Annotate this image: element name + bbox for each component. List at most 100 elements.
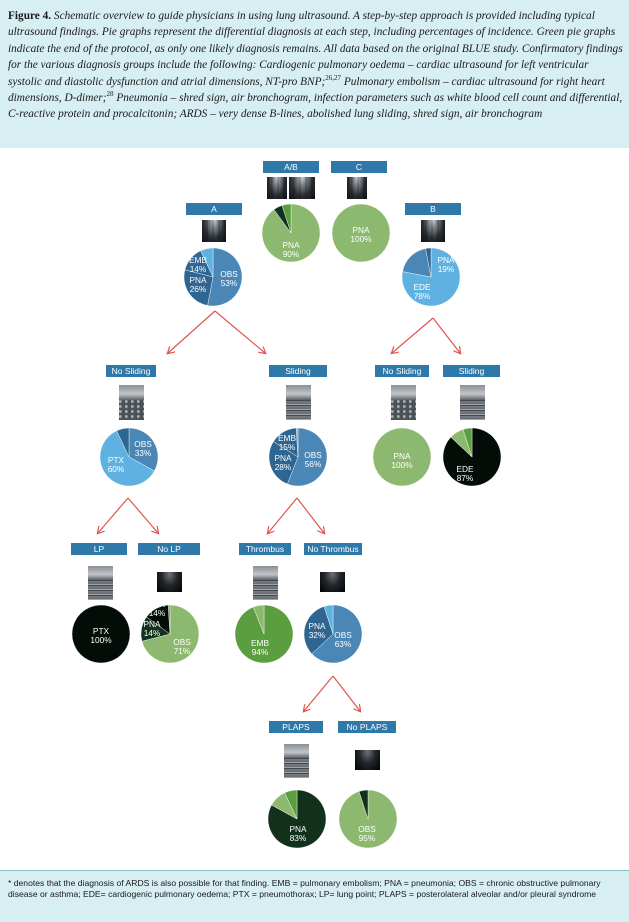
pie-slice-a_sliding-1 [268,441,299,485]
caption-text-3: Pneumonia – shred sign, air bronchogram,… [8,92,623,121]
pie-slice-nothrombus-1 [303,606,334,655]
node-b-label: B [405,203,461,215]
pie-slice-a-1 [183,269,214,306]
pie-slice-nothrombus-2 [323,604,334,635]
node-a-nosliding-pie [99,427,159,487]
node-nothrombus-pie [303,604,363,664]
arrow-a-to-nosliding [168,310,216,353]
caption-ref-2: 28 [106,90,114,99]
pie-slice-nolp-0 [141,604,200,664]
node-b-sliding-label: Sliding [443,365,500,377]
node-lp-pie [71,604,131,664]
pie-svg-nolp [140,604,200,664]
pie-slice-lp-0 [71,604,131,664]
node-a-label: A [186,203,242,215]
pie-svg-lp [71,604,131,664]
pie-svg-nothrombus [303,604,363,664]
pie-slice-thrombus-1 [253,604,265,635]
node-plaps-pie [267,789,327,849]
pie-svg-thrombus [234,604,294,664]
figure-caption-panel: Figure 4. Schematic overview to guide ph… [0,0,629,148]
pie-svg-a [183,247,243,307]
node-nothrombus-label: No Thrombus [304,543,362,555]
a-ultrasound-image [202,220,226,242]
arrow-a-to-sliding [214,310,265,353]
arrow-b-to-sliding [432,317,460,353]
lp-mmode-image [88,566,113,600]
pie-svg-b_nosliding [372,427,432,487]
arrow-sliding-to-nothrombus [296,497,324,533]
pie-slice-noplaps-1 [358,789,369,820]
pie-slice-noplaps-0 [338,789,398,849]
pie-svg-plaps [267,789,327,849]
b-sliding-mmode-image [460,385,485,420]
node-nolp-label: No LP [138,543,200,555]
node-noplaps-label: No PLAPS [338,721,396,733]
arrow-b-to-nosliding [392,317,434,353]
a-sliding-mmode-image [286,385,311,420]
pie-slice-ab-2 [281,203,292,234]
pie-slice-b-0 [401,247,461,307]
node-thrombus-pie [234,604,294,664]
pie-slice-ab-0 [261,203,321,263]
noplaps-ultrasound-image [355,750,380,770]
node-plaps-label: PLAPS [269,721,323,733]
node-b-pie [401,247,461,307]
a-nosliding-mmode-image [119,385,144,420]
caption-ref-1: 26,27 [325,73,341,82]
c-pct: 100% [350,234,372,244]
pie-svg-ab [261,203,321,263]
pie-slice-plaps-2 [284,789,298,820]
node-a-pie [183,247,243,307]
pie-svg-a_sliding [268,427,328,487]
node-noplaps-pie [338,789,398,849]
node-thrombus-label: Thrombus [239,543,291,555]
pie-slice-a_nosliding-1 [99,430,155,487]
arrow-sliding-to-thrombus [268,497,298,533]
node-a-nosliding-label: No Sliding [106,365,156,377]
pie-slice-nolp-3 [167,604,171,635]
b-nosliding-mmode-image [391,385,416,420]
arrow-nothrombus-to-plaps [304,675,334,711]
pie-svg-b_sliding [442,427,502,487]
arrow-nosliding-to-nolp [127,497,158,533]
pie-svg-c [331,203,391,263]
thrombus-image [253,566,278,600]
pie-slice-b-2 [425,247,432,278]
caption-text-2: Pulmonary embolism – cardiac ultrasound … [8,75,605,105]
node-b-nosliding-pie [372,427,432,487]
c-dx: PNA [352,225,370,235]
pie-slice-b_sliding-2 [462,427,473,458]
figure-footnote: * denotes that the diagnosis of ARDS is … [0,870,629,922]
node-a-sliding-label: Sliding [269,365,327,377]
ab-ultrasound-image-1 [267,177,287,199]
node-c-pie [331,203,391,263]
node-a-sliding-pie [268,427,328,487]
ab-dx: PNA [282,240,300,250]
pie-slice-a_sliding-0 [287,427,328,487]
plaps-mmode-image [284,744,309,778]
ab-pct: 90% [282,249,300,259]
